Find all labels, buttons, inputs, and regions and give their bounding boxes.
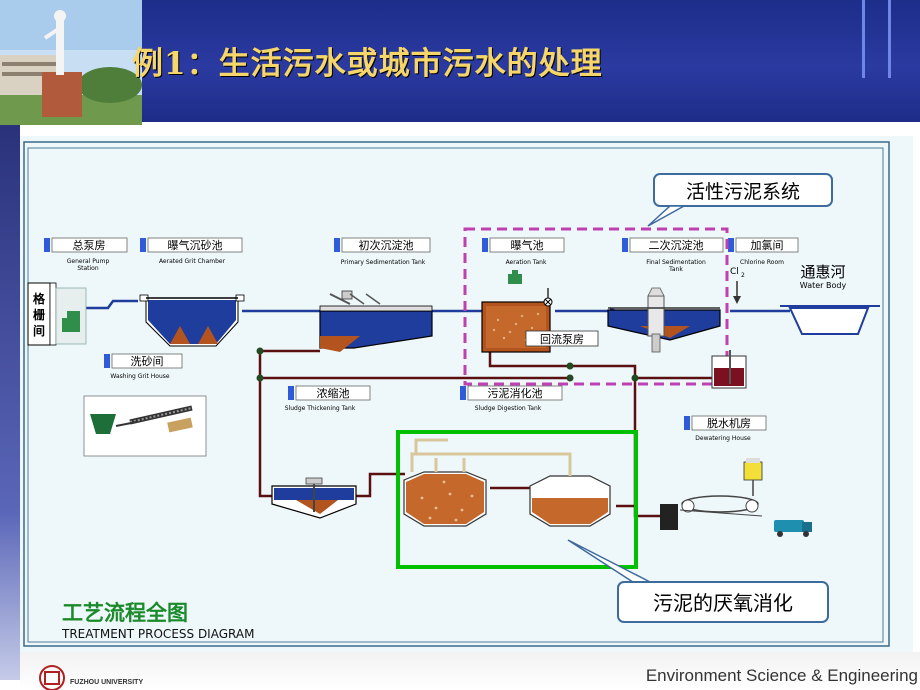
slide-title: 例1：生活污水或城市污水的处理 <box>132 46 603 82</box>
footer-band <box>20 652 920 690</box>
unit-label-cn: 污泥消化池 <box>488 386 543 400</box>
unit-label-cn: 脱水机房 <box>707 416 751 430</box>
anaerobic-digestion-box <box>396 430 638 569</box>
unit-label-final-sedimentation: 二次沉淀池 Final Sedimentation Tank <box>622 237 724 273</box>
unit-label-cn: 二次沉淀池 <box>649 238 704 252</box>
university-name: FUZHOU UNIVERSITY <box>70 679 144 686</box>
unit-label-en: General Pump <box>67 258 110 265</box>
diagram-caption-cn: 工艺流程全图 <box>62 601 188 625</box>
gas-pipes <box>410 438 572 476</box>
pipe-junctions <box>256 347 720 382</box>
unit-label-cn: 浓缩池 <box>317 387 350 400</box>
unit-label-cn: 洗砂间 <box>131 355 164 368</box>
unit-label-aerated-grit-chamber: 曝气沉砂池 Aerated Grit Chamber <box>140 237 243 265</box>
callout-activated-text: 活性污泥系统 <box>686 181 800 203</box>
screen-house-char: 间 <box>33 323 45 338</box>
return-pump-house: 回流泵房 <box>525 330 599 347</box>
chlorine-text: Cl <box>730 267 739 277</box>
pump-station <box>55 287 87 345</box>
callout-anaerobic-digestion: 污泥的厌氧消化 <box>567 539 829 623</box>
unit-label-sludge-digestion: 污泥消化池 Sludge Digestion Tank <box>460 385 563 412</box>
screen-house-char: 栅 <box>33 307 45 322</box>
chlorine-symbol: Cl 2 <box>730 267 745 279</box>
screen-house: 格 栅 间 <box>27 282 57 346</box>
footer-text: Environment Science & Engineering <box>645 666 918 685</box>
water-body-cn: 通惠河 <box>800 263 845 281</box>
aerated-grit-chamber <box>139 294 245 347</box>
unit-label-en: Tank <box>668 266 683 273</box>
unit-label-washing-grit-house: 洗砂间 Washing Grit House <box>104 353 183 380</box>
treatment-process-diagram: 总泵房 General Pump Station 曝气沉砂池 Aerated G… <box>23 141 890 647</box>
unit-label-en: Aeration Tank <box>506 259 547 266</box>
unit-label-cn: 加氯间 <box>751 238 784 252</box>
diagram-caption-en: TREATMENT PROCESS DIAGRAM <box>61 627 254 641</box>
callout-activated-sludge: 活性污泥系统 <box>647 173 833 227</box>
unit-label-dewatering-house: 脱水机房 Dewatering House <box>684 415 767 442</box>
activated-sludge-system-box <box>463 227 729 386</box>
unit-label-en: Final Sedimentation <box>646 259 706 266</box>
diagram-frame <box>23 141 890 647</box>
secondary-digester <box>529 475 611 527</box>
unit-label-aeration-tank: 曝气池 Aeration Tank <box>482 237 565 266</box>
unit-label-cn: 总泵房 <box>73 238 106 252</box>
chlorine-subscript: 2 <box>741 272 745 279</box>
unit-label-en: Primary Sedimentation Tank <box>341 259 426 266</box>
header-decor-line <box>888 0 891 78</box>
diagram-inner-frame <box>27 147 884 643</box>
washing-grit-house <box>83 395 207 457</box>
left-sidebar-band <box>0 120 20 680</box>
header-decor-line <box>862 0 865 78</box>
sludge-well <box>711 350 747 389</box>
primary-sedimentation-tank <box>319 290 433 352</box>
unit-label-general-pump-station: 总泵房 General Pump Station <box>44 237 128 272</box>
unit-label-en: Sludge Thickening Tank <box>285 405 356 412</box>
return-pump-label: 回流泵房 <box>540 332 584 346</box>
unit-label-en: Dewatering House <box>695 435 751 442</box>
primary-digester <box>403 471 487 527</box>
unit-label-cn: 曝气池 <box>511 238 544 252</box>
chlorine-arrow <box>733 296 741 304</box>
header-band <box>0 0 920 122</box>
unit-label-en: Washing Grit House <box>110 373 169 380</box>
water-body-en: Water Body <box>800 281 847 290</box>
unit-label-sludge-thickening: 浓缩池 Sludge Thickening Tank <box>285 385 371 412</box>
unit-label-chlorine-room: 加氯间 Chlorine Room <box>728 237 799 266</box>
screen-house-char: 格 <box>33 291 46 306</box>
unit-label-cn: 初次沉淀池 <box>359 238 414 252</box>
unit-label-en: Aerated Grit Chamber <box>159 258 226 265</box>
callout-anaerobic-text: 污泥的厌氧消化 <box>653 591 793 615</box>
university-logo <box>39 665 65 690</box>
final-sedimentation-tank <box>607 287 721 353</box>
sludge-thickening-tank <box>271 477 357 519</box>
water-body: 通惠河 Water Body <box>780 263 880 335</box>
unit-label-en: Sludge Digestion Tank <box>475 405 542 412</box>
dewatering-house <box>660 458 812 537</box>
unit-label-en: Station <box>77 265 99 272</box>
unit-label-primary-sedimentation: 初次沉淀池 Primary Sedimentation Tank <box>334 237 431 266</box>
unit-label-cn: 曝气沉砂池 <box>168 238 223 252</box>
campus-photo <box>0 0 142 125</box>
unit-label-en: Chlorine Room <box>740 259 784 266</box>
